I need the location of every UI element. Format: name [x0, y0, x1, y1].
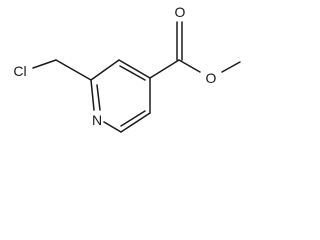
carbonyl-oxygen-atom-label: O [175, 4, 186, 20]
chemical-structure-diagram: Cl N O O [13, 4, 241, 133]
ring-bond-c3-c4-inner [119, 65, 146, 81]
ester-oxygen-atom-label: O [206, 70, 217, 86]
ring-bond-c5-c6-inner [120, 110, 146, 127]
nitrogen-atom-label: N [92, 112, 102, 128]
ring-bond-c5-c6 [120, 112, 151, 133]
ch2-c2-bond [55, 59, 92, 81]
cl-ch2-bond [32, 59, 57, 69]
ester-oxygen-methyl-bond [221, 61, 241, 73]
ring-bond-c2-c3 [90, 59, 120, 81]
carbonyl-ester-oxygen-bond [178, 59, 201, 73]
chlorine-atom-label: Cl [13, 63, 26, 79]
ring-bond-n-c2-inner [96, 84, 101, 111]
ring-bond-n-c2 [90, 79, 95, 111]
ring-bond-c6-n [103, 121, 122, 133]
c4-carbonyl-bond [149, 59, 180, 79]
ring-bond-c3-c4 [118, 59, 151, 79]
